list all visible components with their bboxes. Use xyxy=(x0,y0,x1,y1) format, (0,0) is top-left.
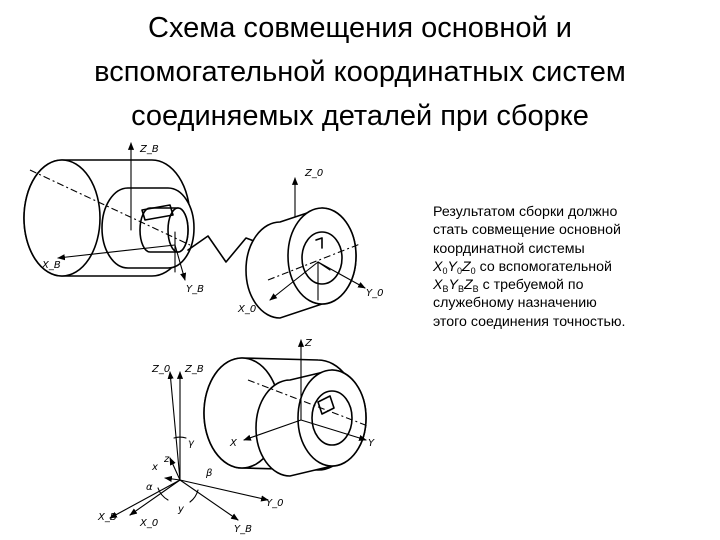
desc-line-4: X0Y0Z0 со вспомогательной xyxy=(433,258,693,276)
bottom-axes xyxy=(109,371,269,521)
label-xb-top: X_B xyxy=(41,260,61,271)
description-text: Результатом сборки должно стать совмещен… xyxy=(433,203,693,331)
bushing-part-top xyxy=(245,207,361,319)
label-zb-bottom: Z_B xyxy=(184,364,204,375)
label-y-small: y xyxy=(177,504,185,515)
label-z0-bottom: Z_0 xyxy=(151,364,170,375)
x0-symbol: X xyxy=(433,258,443,275)
label-z-small: z xyxy=(163,454,170,465)
middle-axes xyxy=(243,339,367,441)
label-zb-top: Z_B xyxy=(139,144,159,155)
connector-line xyxy=(187,235,263,263)
label-x-mid: X xyxy=(229,438,238,449)
z0-symbol: Z xyxy=(461,258,471,275)
xb-symbol: X xyxy=(433,277,443,294)
label-z-mid: Z xyxy=(304,338,313,349)
label-x0-bottom: X_0 xyxy=(139,518,158,529)
desc-line-5: XBYBZB с требуемой по xyxy=(433,276,693,294)
desc-line-5-tail: с требуемой по xyxy=(478,277,584,294)
desc-line-3: координатной системы xyxy=(433,240,585,257)
title-line-2: вспомогательной координатных систем xyxy=(94,56,626,88)
assembled-parts xyxy=(203,357,369,477)
label-x-small: x xyxy=(151,462,158,473)
label-beta: β xyxy=(205,468,213,479)
axis-labels: Z_B Z_0 X_B Y_B X_0 Y_0 Z X Y Z_0 Z_B γ … xyxy=(41,144,383,535)
desc-line-1: Результатом сборки должно xyxy=(433,204,618,220)
desc-line-2: стать совмещение основной xyxy=(433,222,621,239)
label-yb-top: Y_B xyxy=(186,284,204,295)
top-right-axes xyxy=(269,261,366,301)
zb-subscript: B xyxy=(472,284,479,295)
x0-subscript: 0 xyxy=(442,265,448,276)
title-line-1: Схема совмещения основной и xyxy=(148,12,572,44)
label-y0-top: Y_0 xyxy=(366,288,383,299)
label-y-mid: Y xyxy=(368,438,375,449)
yb-subscript: B xyxy=(457,284,464,295)
label-x0-top: X_0 xyxy=(237,304,256,315)
label-alpha: α xyxy=(146,482,153,493)
desc-line-7: этого соединения точностью. xyxy=(433,313,626,330)
yb-symbol: Y xyxy=(448,277,458,294)
label-gamma: γ xyxy=(188,438,195,449)
slide-title: Схема совмещения основной и вспомогатель… xyxy=(0,6,720,138)
shaft-part-top xyxy=(23,159,195,277)
label-xb-bottom: X_B xyxy=(97,512,117,523)
zb-symbol: Z xyxy=(463,277,473,294)
xb-subscript: B xyxy=(442,284,449,295)
y0-subscript: 0 xyxy=(456,265,462,276)
desc-line-4-tail: со вспомогательной xyxy=(475,258,612,275)
z0-subscript: 0 xyxy=(470,265,476,276)
desc-line-6: служебному назначению xyxy=(433,295,597,312)
label-yb-bottom: Y_B xyxy=(234,524,252,535)
label-y0-bottom: Y_0 xyxy=(266,498,283,509)
y0-symbol: Y xyxy=(447,258,457,275)
label-z0-top: Z_0 xyxy=(304,168,323,179)
title-line-3: соединяемых деталей при сборке xyxy=(131,100,589,132)
